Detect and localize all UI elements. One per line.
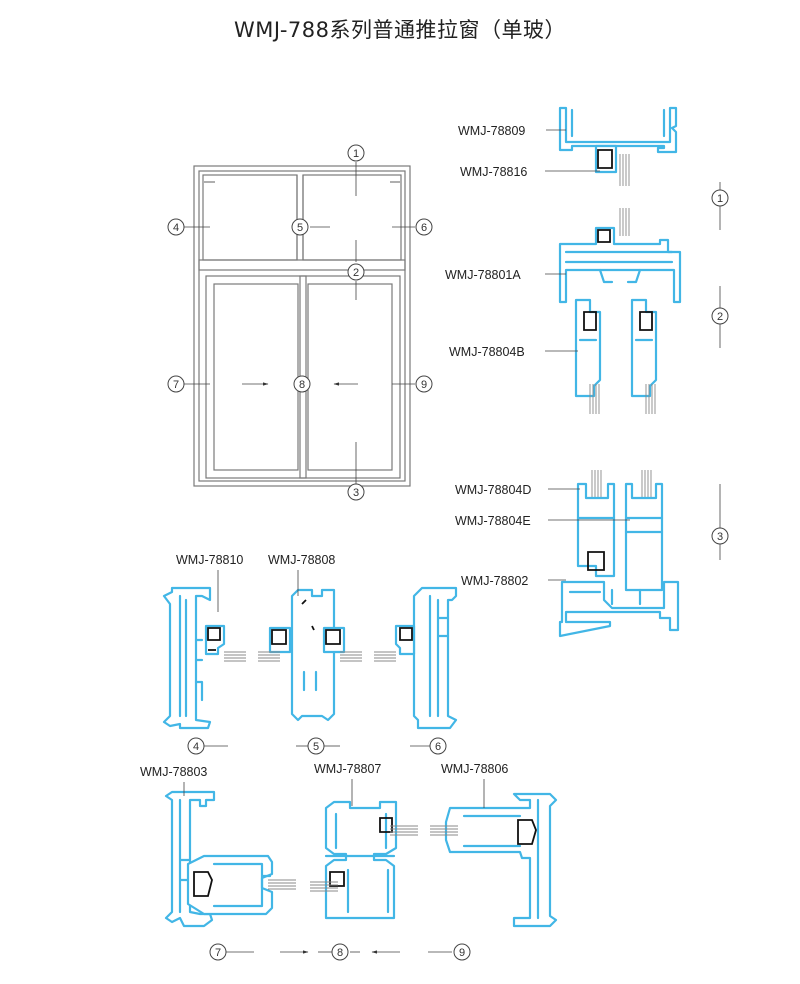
marker-9: 9 bbox=[415, 375, 433, 393]
svg-text:1: 1 bbox=[717, 193, 723, 205]
svg-text:9: 9 bbox=[459, 947, 465, 959]
label-78807: WMJ-78807 bbox=[314, 762, 381, 776]
svg-text:4: 4 bbox=[193, 741, 199, 753]
profile-78804D bbox=[576, 482, 616, 578]
page-title: WMJ-788系列普通推拉窗（单玻） bbox=[234, 18, 566, 42]
marker-right-2: 2 bbox=[711, 307, 729, 325]
label-78806: WMJ-78806 bbox=[441, 762, 508, 776]
marker-8: 8 bbox=[293, 375, 311, 393]
fixed-pane-right bbox=[302, 174, 402, 261]
svg-text:5: 5 bbox=[297, 222, 303, 234]
svg-text:4: 4 bbox=[173, 222, 179, 234]
svg-text:5: 5 bbox=[313, 741, 319, 753]
marker-bottom-7: 7 bbox=[209, 943, 227, 961]
profile-78808 bbox=[290, 588, 336, 722]
profile-78802 bbox=[558, 580, 680, 638]
profile-78804E bbox=[624, 482, 664, 592]
svg-text:2: 2 bbox=[353, 267, 359, 279]
label-78804D: WMJ-78804D bbox=[455, 483, 531, 497]
profile-78806 bbox=[444, 792, 558, 928]
label-78816: WMJ-78816 bbox=[460, 165, 527, 179]
window-elevation bbox=[183, 162, 415, 487]
svg-text:6: 6 bbox=[421, 222, 427, 234]
svg-text:2: 2 bbox=[717, 311, 723, 323]
sash-right bbox=[299, 275, 401, 479]
svg-text:7: 7 bbox=[173, 379, 179, 391]
svg-text:9: 9 bbox=[421, 379, 427, 391]
profile-78801A bbox=[558, 226, 682, 304]
svg-text:3: 3 bbox=[353, 487, 359, 499]
horizontal-section-sliding: WMJ-78803 WMJ-78807 WMJ-78806 7 8 9 bbox=[140, 762, 558, 961]
marker-bottom-8: 8 bbox=[331, 943, 349, 961]
marker-right-1: 1 bbox=[711, 189, 729, 207]
marker-3: 3 bbox=[347, 483, 365, 501]
section-markers-right: 1 2 3 bbox=[711, 182, 729, 560]
profile-jamb-right bbox=[412, 586, 458, 730]
marker-6: 6 bbox=[415, 218, 433, 236]
svg-text:6: 6 bbox=[435, 741, 441, 753]
label-78803: WMJ-78803 bbox=[140, 765, 207, 779]
horizontal-section-fixed: WMJ-78810 WMJ-78808 4 5 6 bbox=[162, 553, 458, 755]
marker-right-3: 3 bbox=[711, 527, 729, 545]
profile-78804B-left bbox=[574, 298, 602, 398]
label-78804B: WMJ-78804B bbox=[449, 345, 525, 359]
svg-text:7: 7 bbox=[215, 947, 221, 959]
marker-4: 4 bbox=[167, 218, 185, 236]
svg-text:1: 1 bbox=[353, 148, 359, 160]
label-78802: WMJ-78802 bbox=[461, 574, 528, 588]
marker-7: 7 bbox=[167, 375, 185, 393]
vertical-section bbox=[558, 106, 682, 638]
marker-bottom-6: 6 bbox=[429, 737, 447, 755]
label-78801A: WMJ-78801A bbox=[445, 268, 521, 282]
marker-bottom-5: 5 bbox=[307, 737, 325, 755]
profile-78816 bbox=[594, 144, 618, 174]
transom bbox=[198, 259, 406, 271]
svg-text:8: 8 bbox=[299, 379, 305, 391]
label-78809: WMJ-78809 bbox=[458, 124, 525, 138]
profile-78809 bbox=[558, 106, 678, 154]
label-78804E: WMJ-78804E bbox=[455, 514, 531, 528]
sash-left bbox=[205, 275, 307, 479]
svg-text:8: 8 bbox=[337, 947, 343, 959]
marker-1: 1 bbox=[347, 144, 365, 162]
fixed-pane-left bbox=[202, 174, 298, 261]
outer-frame bbox=[193, 165, 411, 487]
elevation-markers: 1 4 5 6 2 7 8 9 3 bbox=[167, 144, 433, 501]
right-labels: WMJ-78809 WMJ-78816 WMJ-78801A WMJ-78804… bbox=[445, 124, 630, 588]
profile-78804B-right bbox=[630, 298, 658, 398]
marker-2: 2 bbox=[347, 263, 365, 281]
svg-text:3: 3 bbox=[717, 531, 723, 543]
marker-bottom-9: 9 bbox=[453, 943, 471, 961]
label-78808: WMJ-78808 bbox=[268, 553, 335, 567]
marker-5: 5 bbox=[291, 218, 309, 236]
label-78810: WMJ-78810 bbox=[176, 553, 243, 567]
marker-bottom-4: 4 bbox=[187, 737, 205, 755]
